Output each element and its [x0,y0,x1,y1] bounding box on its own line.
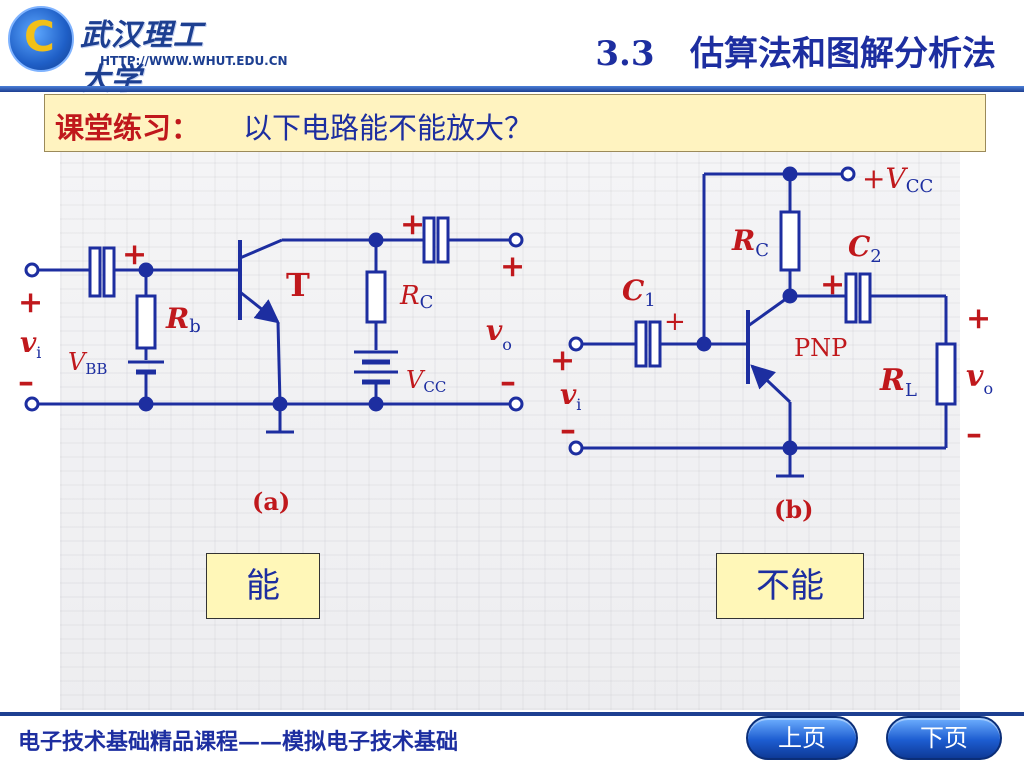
a-vo-sub: o [502,335,512,354]
answer-b-box: 不能 [716,553,864,619]
a-vi-minus: – [18,362,34,400]
a-vbb-battery [128,360,164,375]
svg-text:RL: RL [879,363,917,401]
a-caption: (a) [252,487,290,516]
b-vcc-terminal [840,166,856,182]
a-vo-plus: + [500,249,525,284]
b-c2-capacitor [844,272,872,324]
a-rb-main: R [165,302,189,335]
b-rl-sub: L [905,380,917,401]
b-rc-resistor [779,210,801,272]
b-vcc-main: V [885,162,908,195]
question-banner: 课堂练习： 以下电路能不能放大？ [44,94,986,152]
b-c2-plus: + [820,267,845,302]
svg-text:+VCC: +VCC [862,162,933,197]
b-rl-main: R [879,363,905,398]
svg-text:vi: vi [20,326,41,362]
b-vi-plus: + [550,343,575,378]
b-caption: (b) [774,495,814,524]
a-rc-resistor [365,270,387,324]
header-divider [0,86,1024,92]
a-output-capacitor [422,216,450,264]
a-vcc-battery [354,350,398,385]
a-vi-main: v [20,326,37,359]
a-vi-plus: + [18,285,43,320]
b-vo-main: v [966,359,984,394]
circuit-a-labels: + + + – + – vi vo Rb VBB T RC VCC [18,207,525,516]
b-rl-resistor [935,342,957,406]
a-vo-main: v [486,314,503,347]
circuit-a [24,216,524,434]
b-vi-sub: i [576,395,581,414]
b-c1-capacitor [634,320,662,368]
prev-page-button[interactable]: 上页 [746,716,858,760]
svg-text:VBB: VBB [68,348,107,378]
b-vcc-sub: CC [906,176,934,197]
a-cap-in-plus: + [122,237,147,272]
footer-divider [0,712,1024,716]
question-label: 课堂练习： [55,111,201,145]
course-name: 电子技术基础精品课程——模拟电子技术基础 [18,729,459,755]
a-cap-out-plus: + [400,207,425,242]
svg-text:C2: C2 [848,230,882,267]
a-vcc-sub: CC [423,378,446,396]
a-vcc-main: V [406,366,426,394]
a-rb-sub: b [189,316,201,337]
svg-text:vo: vo [486,314,512,354]
logo-emblem-icon: C [8,6,74,72]
b-vcc-prefix: + [862,162,885,195]
b-pnp-transistor [746,294,792,404]
b-vi-main: v [560,378,577,411]
b-rc-main: R [731,224,755,257]
circuit-b-labels: +VCC RC C2 + C1 + PNP + vi – RL + [550,162,993,524]
b-c1-plus: + [664,307,686,337]
b-vo-sub: o [983,379,993,398]
slide-title: 3.3 估算法和图解分析法 [595,34,996,74]
svg-text:RC: RC [731,224,769,261]
b-vo-plus: + [966,301,991,336]
svg-text:vi: vi [560,378,581,414]
b-c2-sub: 2 [870,246,881,267]
b-transistor-label: PNP [794,334,847,362]
b-vo-minus: – [966,414,982,452]
logo-name: 武汉理工大学 [80,18,204,97]
a-rb-resistor [135,294,157,350]
a-rc-sub: C [420,292,434,313]
question-text: 以下电路能不能放大？ [243,111,534,145]
b-c2-main: C [848,230,871,263]
university-logo: C 武汉理工大学 HTTP://WWW.WHUT.EDU.CN [8,6,288,97]
a-vbb-sub: BB [85,360,107,378]
logo-url: HTTP://WWW.WHUT.EDU.CN [100,54,288,68]
a-input-capacitor [88,246,116,298]
svg-text:RC: RC [399,281,433,313]
a-output-terminal-top [508,232,524,248]
b-c1-sub: 1 [644,290,655,311]
a-rc-main: R [399,281,420,311]
answer-a-box: 能 [206,553,320,619]
b-c1-main: C [622,274,645,307]
b-rc-sub: C [755,240,769,261]
a-output-terminal-bottom [508,396,524,412]
svg-text:C1: C1 [622,274,656,311]
a-vbb-main: V [68,348,88,376]
next-page-button[interactable]: 下页 [886,716,1002,760]
a-input-terminal-top [24,262,40,278]
svg-text:VCC: VCC [406,366,446,396]
svg-text:vo: vo [966,359,993,398]
a-transistor-label: T [286,266,310,304]
circuit-b [568,166,957,478]
a-transistor [238,238,283,324]
a-vi-sub: i [36,343,41,362]
svg-text:Rb: Rb [165,302,201,337]
b-vi-minus: – [560,410,576,448]
a-vo-minus: – [500,362,516,400]
